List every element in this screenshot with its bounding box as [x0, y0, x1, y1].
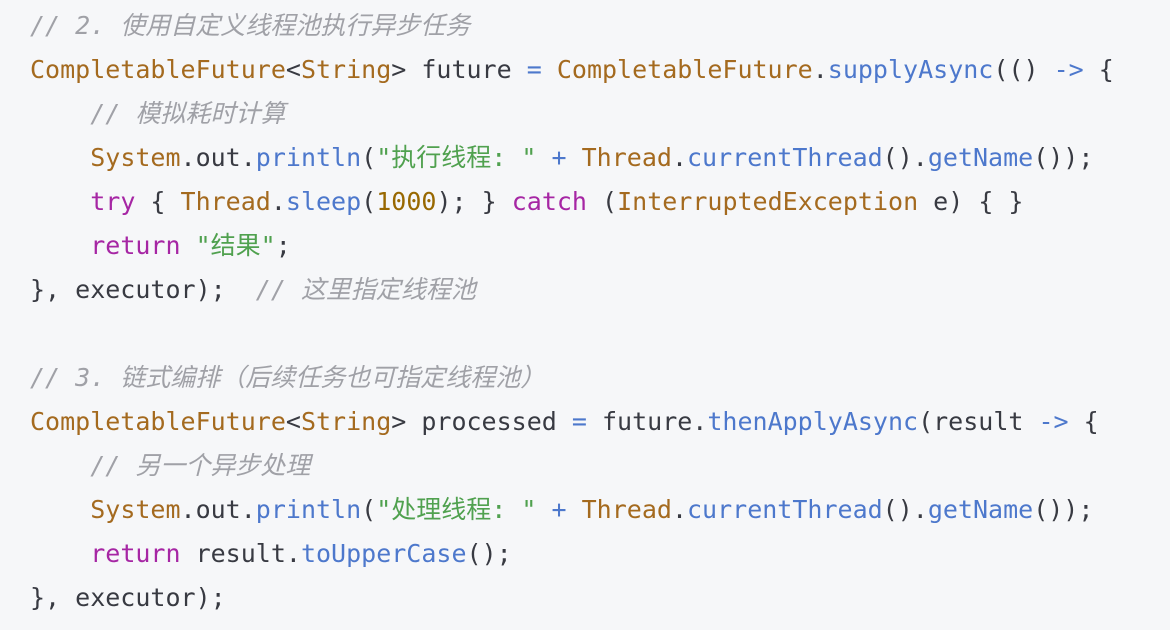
code-token: }, executor);: [30, 583, 226, 612]
code-token: ();: [466, 539, 512, 568]
code-line: System.out.println("处理线程: " + Thread.cur…: [30, 488, 1170, 532]
code-token: Thread: [581, 495, 672, 524]
code-token: System: [90, 495, 181, 524]
code-line: CompletableFuture<String> processed = fu…: [30, 400, 1170, 444]
code-token: ().: [882, 143, 928, 172]
code-token: [567, 143, 582, 172]
code-token: sleep: [285, 187, 362, 216]
code-token: [536, 143, 551, 172]
code-token: Thread: [581, 143, 672, 172]
code-token: toUpperCase: [300, 539, 467, 568]
code-token: [536, 495, 551, 524]
code-token: (result: [918, 407, 1039, 436]
code-token: ());: [1033, 143, 1094, 172]
code-line: [30, 312, 1170, 356]
code-token: .: [671, 143, 687, 172]
code-token: > future: [391, 55, 527, 84]
code-line: // 另一个异步处理: [30, 444, 1170, 488]
code-token: > processed: [391, 407, 572, 436]
code-line: }, executor); // 这里指定线程池: [30, 268, 1170, 312]
code-token: catch: [511, 187, 587, 216]
code-token: [30, 539, 90, 568]
code-token: ());: [1033, 495, 1094, 524]
code-token: ->: [1038, 407, 1069, 436]
code-token: thenApplyAsync: [707, 407, 919, 436]
code-token: InterruptedException: [617, 187, 919, 216]
code-token: [181, 231, 196, 260]
code-token: .: [812, 55, 828, 84]
code-token: .out.: [180, 495, 256, 524]
code-token: +: [551, 143, 567, 172]
code-token: .: [671, 495, 687, 524]
code-token: e) { }: [918, 187, 1024, 216]
code-token: [542, 55, 557, 84]
code-token: .: [270, 187, 286, 216]
code-token: [30, 99, 90, 128]
code-token: future.: [586, 407, 708, 436]
code-token: ->: [1053, 55, 1084, 84]
code-token: CompletableFuture: [556, 55, 813, 84]
code-line: try { Thread.sleep(1000); } catch (Inter…: [30, 180, 1170, 224]
code-token: {: [135, 187, 181, 216]
code-line: }, executor);: [30, 576, 1170, 620]
code-token: [567, 495, 582, 524]
code-line: // 模拟耗时计算: [30, 92, 1170, 136]
code-token: CompletableFuture: [30, 407, 286, 436]
code-line: CompletableFuture<String> future = Compl…: [30, 48, 1170, 92]
code-token: ().: [882, 495, 928, 524]
code-token: currentThread: [687, 143, 883, 172]
code-comment: // 3. 链式编排（后续任务也可指定线程池）: [30, 363, 546, 392]
code-token: String: [300, 55, 392, 84]
code-token: [30, 231, 90, 260]
code-token: (: [361, 143, 377, 172]
code-token: result.: [180, 539, 301, 568]
code-token: +: [551, 495, 567, 524]
code-token: currentThread: [687, 495, 883, 524]
code-token: System: [90, 143, 181, 172]
code-token: "执行线程: ": [376, 143, 537, 172]
code-token: [30, 451, 90, 480]
code-token: println: [255, 495, 362, 524]
code-token: {: [1068, 407, 1099, 436]
code-token: println: [255, 143, 362, 172]
code-line: // 3. 链式编排（后续任务也可指定线程池）: [30, 356, 1170, 400]
code-token: }, executor);: [30, 275, 256, 304]
code-token: CompletableFuture: [30, 55, 286, 84]
code-token: try: [90, 187, 136, 216]
code-comment: // 另一个异步处理: [90, 451, 311, 480]
code-token: (: [361, 495, 377, 524]
code-line: // 2. 使用自定义线程池执行异步任务: [30, 4, 1170, 48]
code-token: Thread: [180, 187, 271, 216]
code-token: return: [90, 231, 181, 260]
code-token: {: [1083, 55, 1114, 84]
code-token: ); }: [436, 187, 512, 216]
code-token: getName: [927, 495, 1034, 524]
code-token: [30, 187, 90, 216]
code-token: =: [526, 55, 542, 84]
code-token: ;: [275, 231, 291, 260]
code-token: (: [361, 187, 377, 216]
code-token: [30, 143, 90, 172]
code-token: <: [285, 55, 301, 84]
code-token: return: [90, 539, 181, 568]
code-token: ((): [993, 55, 1054, 84]
code-token: 1000: [376, 187, 437, 216]
code-token: supplyAsync: [827, 55, 994, 84]
code-token: "处理线程: ": [376, 495, 537, 524]
code-token: <: [285, 407, 301, 436]
code-comment: // 模拟耗时计算: [90, 99, 286, 128]
code-token: String: [300, 407, 392, 436]
code-token: getName: [927, 143, 1034, 172]
code-line: System.out.println("执行线程: " + Thread.cur…: [30, 136, 1170, 180]
code-comment: // 这里指定线程池: [255, 275, 476, 304]
code-comment: // 2. 使用自定义线程池执行异步任务: [30, 11, 471, 40]
code-line: return result.toUpperCase();: [30, 532, 1170, 576]
code-token: "结果": [195, 231, 276, 260]
code-token: (: [586, 187, 618, 216]
code-token: =: [571, 407, 587, 436]
code-token: .out.: [180, 143, 256, 172]
code-line: return "结果";: [30, 224, 1170, 268]
code-token: [30, 495, 90, 524]
